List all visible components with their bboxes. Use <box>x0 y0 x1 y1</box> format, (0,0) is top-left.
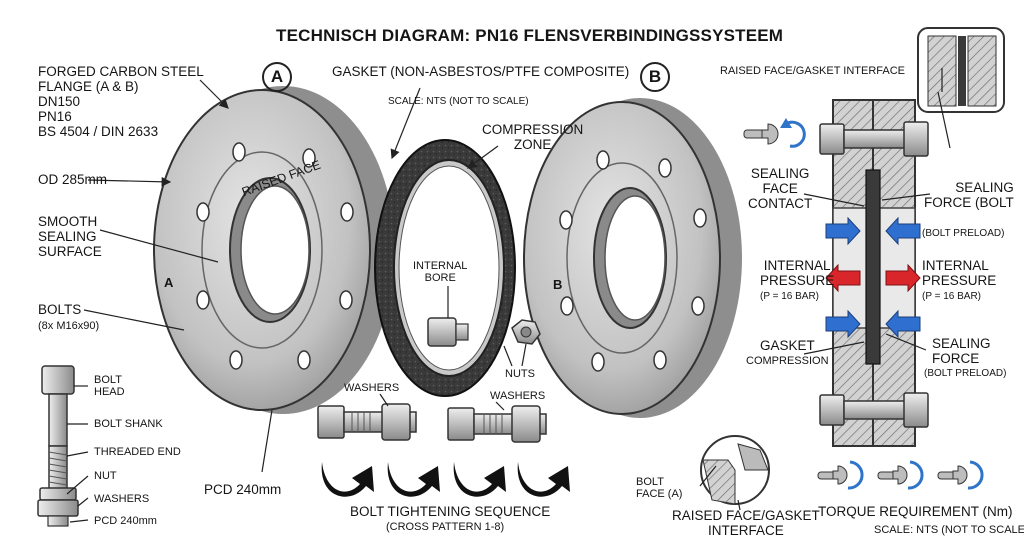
sealing-force-top-label: SEALING FORCE (BOLT <box>924 180 1014 210</box>
detail-raised-face <box>700 435 770 505</box>
gasket <box>374 139 516 397</box>
internal-pressure-left: INTERNAL PRESSURE <box>760 258 834 288</box>
internal-pressure-right: INTERNAL PRESSURE <box>922 258 996 288</box>
interface-label-top: RAISED FACE/GASKET INTERFACE <box>720 65 906 77</box>
tightening-sequence-arrows <box>321 462 570 497</box>
compression-zone-line: ZONE <box>513 137 552 153</box>
bolt-head-label: BOLT HEAD <box>94 374 125 399</box>
page-title: TECHNISCH DIAGRAM: PN16 FLENSVERBINDINGS… <box>276 26 784 45</box>
sealing-force-line: FORCE (BOLT <box>924 195 1014 211</box>
interface-detail-box <box>917 27 1005 113</box>
loose-nut-right <box>511 319 541 345</box>
flange-desc-line: FORGED CARBON STEEL <box>38 64 204 79</box>
bolt-head-line: BOLT <box>94 374 122 386</box>
bolt-face-line: BOLT <box>636 476 664 488</box>
flange-desc-line: BS 4504 / DIN 2633 <box>38 124 159 140</box>
sealing-surface-line: SURFACE <box>38 244 102 260</box>
flange-a <box>153 86 395 414</box>
bolts-label: BOLTS <box>38 302 82 317</box>
outer-diameter-label: OD 285mm <box>38 172 108 187</box>
gasket-label: GASKET <box>760 338 815 353</box>
threaded-end-label: THREADED END <box>94 446 181 458</box>
interface-line: INTERFACE <box>708 523 784 539</box>
internal-pressure-line: PRESSURE <box>760 273 835 289</box>
flange-a-letter: A <box>164 275 174 290</box>
internal-pressure-line: PRESSURE <box>922 273 997 289</box>
flange-b <box>523 98 742 418</box>
washers-label: WASHERS <box>94 493 150 505</box>
sealing-surface-label: SMOOTH SEALING SURFACE <box>38 214 102 259</box>
bolt-set-right <box>447 405 547 443</box>
flange-a-marker: A <box>262 62 292 92</box>
bolt-set-left <box>317 403 417 441</box>
sealing-force-bottom-label: SEALING FORCE <box>932 336 991 366</box>
pressure-value-right: (P = 16 BAR) <box>922 291 982 302</box>
interface-label-bottom: RAISED FACE/GASKET INTERFACE <box>672 508 820 538</box>
scale-label-center: SCALE: NTS (NOT TO SCALE) <box>388 96 529 107</box>
torque-requirement-label: TORQUE REQUIREMENT (Nm) <box>818 504 1013 519</box>
sealing-force-line: SEALING <box>955 180 1014 195</box>
wrench-icon-top <box>743 118 806 148</box>
nut-label: NUT <box>94 470 117 482</box>
flange-desc-line: FLANGE (A & B) <box>38 79 139 95</box>
force-arrows <box>825 216 921 339</box>
sequence-title: BOLT TIGHTENING SEQUENCE <box>350 504 551 519</box>
washers-label-left: WASHERS <box>344 382 400 394</box>
leader-lines <box>66 68 951 523</box>
sealing-force-line: FORCE <box>932 351 980 367</box>
sealing-contact-label: SEALING FACE CONTACT <box>748 166 812 211</box>
compression-zone-label: COMPRESSION ZONE <box>482 122 583 152</box>
gasket-compression-label: COMPRESSION <box>746 355 829 367</box>
sealing-force-line: SEALING <box>932 336 991 351</box>
sealing-contact-line: CONTACT <box>748 196 813 212</box>
flange-description: FORGED CARBON STEEL FLANGE (A & B) DN150… <box>38 64 204 140</box>
internal-bore-line: BORE <box>424 272 456 285</box>
bolt-shank-label: BOLT SHANK <box>94 418 163 430</box>
pressure-value-left: (P = 16 BAR) <box>760 291 820 302</box>
loose-nut-in-bore <box>427 317 469 347</box>
internal-pressure-line: INTERNAL <box>763 258 831 273</box>
bolts-spec: (8x M16x90) <box>38 320 100 332</box>
bolt-head-line: HEAD <box>94 386 125 399</box>
scale-label-right: SCALE: NTS (NOT TO SCALE) <box>874 524 1024 536</box>
pcd-label: PCD 240mm <box>204 482 282 497</box>
nuts-label: NUTS <box>505 368 535 380</box>
gasket-title: GASKET (NON-ASBESTOS/PTFE COMPOSITE) <box>332 64 630 79</box>
flange-b-letter: B <box>553 277 563 292</box>
bolt-pcd-label: PCD 240mm <box>94 515 157 527</box>
internal-bore-label: INTERNAL BORE <box>413 260 467 285</box>
internal-bore-line: INTERNAL <box>413 260 468 272</box>
compression-zone-line: COMPRESSION <box>482 122 584 137</box>
pressure-arrows <box>825 263 921 293</box>
bolt-preload-top: (BOLT PRELOAD) <box>922 228 1005 239</box>
sealing-surface-line: SMOOTH <box>38 214 98 229</box>
torque-wrench-icons <box>817 460 984 490</box>
bolt-face-label: BOLT FACE (A) <box>636 476 682 501</box>
sealing-contact-line: SEALING <box>750 166 810 181</box>
washers-label-right: WASHERS <box>490 390 546 402</box>
bolt-face-line: FACE (A) <box>636 488 683 501</box>
sealing-contact-line: FACE <box>762 181 798 197</box>
flange-b-marker: B <box>640 62 670 92</box>
flange-desc-line: PN16 <box>38 109 72 125</box>
interface-line: RAISED FACE/GASKET <box>672 508 820 523</box>
bolt-anatomy <box>37 365 79 527</box>
internal-pressure-line: INTERNAL <box>922 258 989 273</box>
bolt-preload-bottom: (BOLT PRELOAD) <box>924 368 1007 379</box>
sequence-subtitle: (CROSS PATTERN 1-8) <box>386 521 505 533</box>
flange-desc-line: DN150 <box>38 94 81 110</box>
sealing-surface-line: SEALING <box>38 229 97 245</box>
